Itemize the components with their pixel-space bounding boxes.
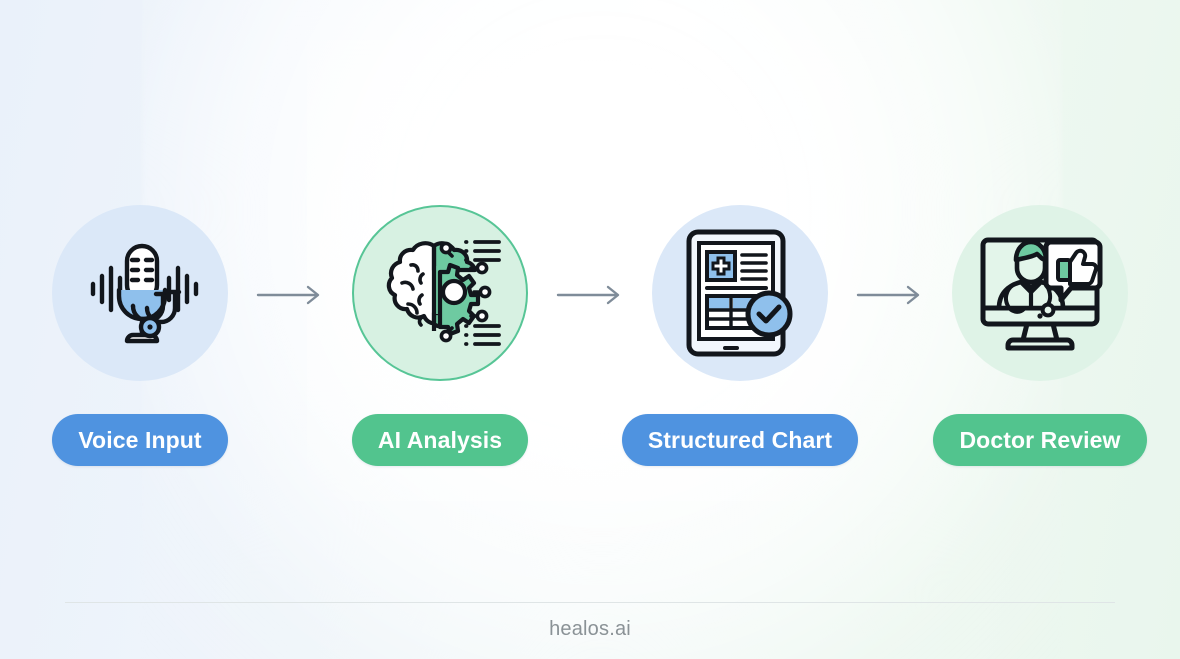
brain-gear-circuit-icon — [378, 234, 502, 352]
workflow-step-voice-input[interactable]: Voice Input — [42, 205, 238, 466]
footer-divider — [65, 602, 1115, 603]
tablet-medical-record-check-icon — [681, 226, 799, 360]
footer-brand-text: healos.ai — [549, 618, 631, 640]
arrow-right-icon — [556, 283, 624, 312]
connector-arrow-3 — [838, 283, 942, 312]
step-label-structured-chart[interactable]: Structured Chart — [621, 414, 859, 466]
workflow-step-structured-chart[interactable]: Structured Chart — [621, 205, 859, 466]
connector-arrow-1 — [238, 283, 342, 312]
microphone-stethoscope-icon — [77, 230, 203, 356]
connector-arrow-2 — [538, 283, 642, 312]
doctor-monitor-thumbsup-icon — [975, 230, 1105, 356]
icon-circle-ai-analysis — [352, 205, 528, 381]
icon-circle-doctor-review — [952, 205, 1128, 381]
workflow-step-ai-analysis[interactable]: AI Analysis — [342, 205, 538, 466]
step-label-voice-input[interactable]: Voice Input — [52, 414, 228, 466]
step-label-doctor-review[interactable]: Doctor Review — [933, 414, 1147, 466]
arrow-right-icon — [856, 283, 924, 312]
icon-circle-voice-input — [52, 205, 228, 381]
step-label-ai-analysis[interactable]: AI Analysis — [351, 414, 529, 466]
arrow-right-icon — [256, 283, 324, 312]
workflow-step-doctor-review[interactable]: Doctor Review — [933, 205, 1147, 466]
icon-circle-structured-chart — [652, 205, 828, 381]
workflow-row: Voice Input — [0, 205, 1180, 466]
